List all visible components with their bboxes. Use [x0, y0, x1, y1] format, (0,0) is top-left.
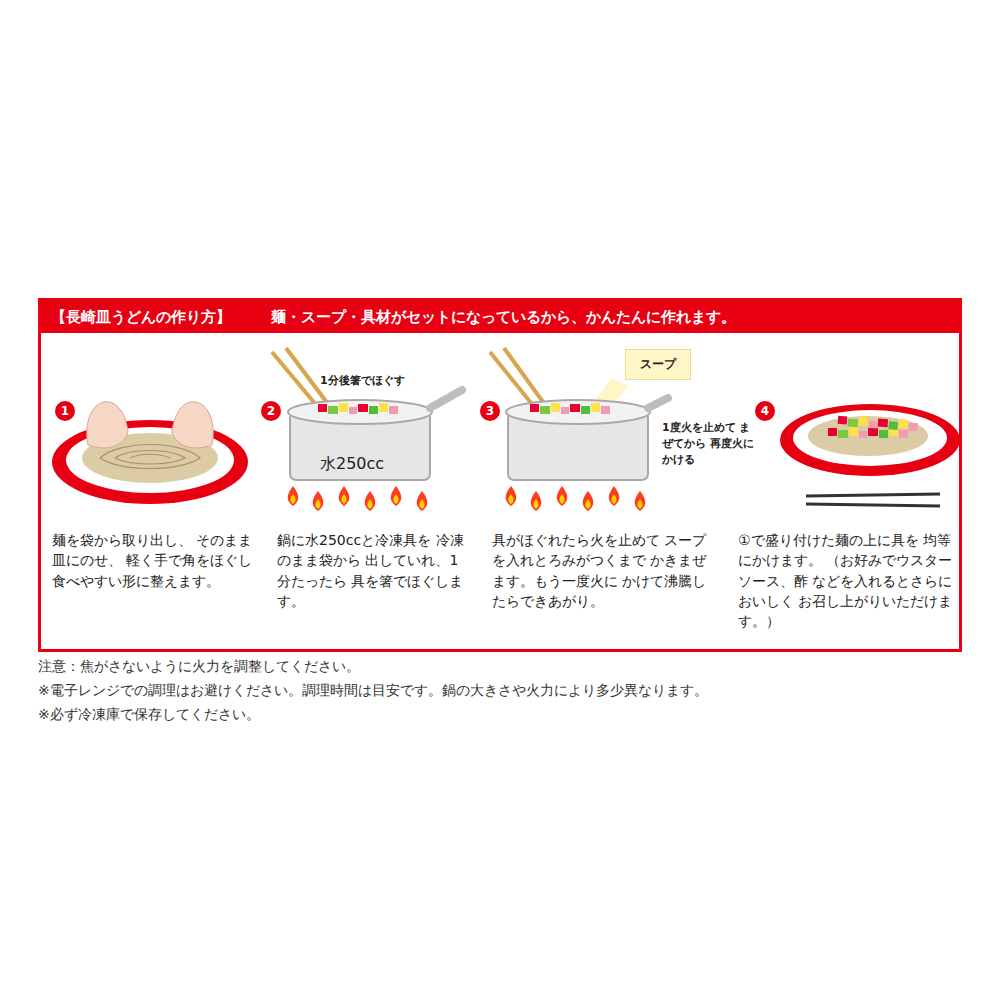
- annotation: 1度火を止めて まぜてから 再度火にかける: [662, 420, 754, 468]
- step-number: 3: [480, 401, 500, 421]
- header-title: 【長崎皿うどんの作り方】: [51, 308, 231, 327]
- callout-number: 2: [267, 404, 275, 418]
- step2-pot: [272, 348, 462, 511]
- packet-label: スープ: [640, 356, 676, 373]
- annotation: 1分後箸でほぐす: [320, 373, 480, 389]
- step-number: 2: [261, 401, 281, 421]
- callout-number: 4: [761, 404, 769, 418]
- step-text: 麺を袋から取り出し、 そのまま皿にのせ、 軽く手で角をほぐし 食べやすい形に整え…: [52, 530, 257, 591]
- note: 注意：焦がさないように火力を調整してください。: [38, 656, 978, 676]
- pot-label: 水250cc: [320, 452, 384, 475]
- header-bar: 【長崎皿うどんの作り方】 麺・スープ・具材がセットになっているから、かんたんに作れ…: [41, 301, 959, 333]
- step1-plate: [52, 402, 248, 504]
- step-text: 鍋に水250ccと冷凍具を 冷凍のまま袋から 出していれ、1分たったら 具を箸で…: [277, 530, 472, 611]
- callout-number: 3: [486, 404, 494, 418]
- step-text: ①で盛り付けた麺の上に具を 均等にかけます。 （お好みでウスターソース、酢 など…: [738, 530, 958, 631]
- callout-number: 1: [61, 404, 69, 418]
- step-number: 1: [55, 401, 75, 421]
- note: ※電子レンジでの調理はお避けください。調理時間は目安です。鍋の大きさや火力により…: [38, 680, 988, 700]
- soup-packet: スープ: [625, 349, 691, 380]
- note: ※必ず冷凍庫で保存してください。: [38, 704, 978, 724]
- step4-plate: [780, 404, 960, 506]
- header-subtitle: 麺・スープ・具材がセットになっているから、かんたんに作れます。: [271, 308, 736, 327]
- step-text: 具がほぐれたら火を止めて スープを入れとろみがつくまで かきまぜます。もう一度火…: [492, 530, 712, 611]
- step-number: 4: [755, 401, 775, 421]
